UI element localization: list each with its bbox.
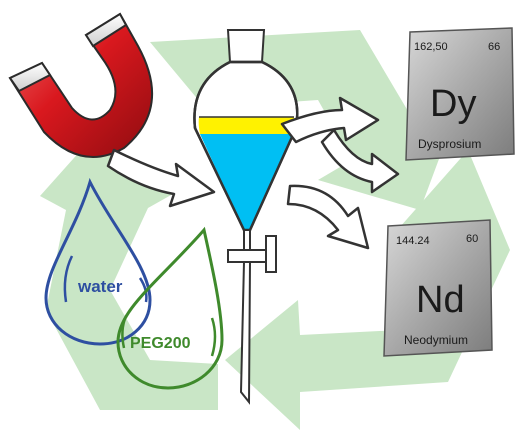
dy-name: Dysprosium [418,137,481,151]
nd-mass: 144.24 [396,235,430,247]
peg-label: PEG200 [130,335,191,352]
water-drop-icon: water [44,177,152,346]
peg-drop-icon: PEG200 [116,226,224,390]
separatory-funnel-icon [193,29,299,405]
dy-symbol: Dy [430,83,476,125]
water-label: water [77,277,123,296]
dy-number: 66 [488,41,500,53]
nd-symbol: Nd [416,279,465,321]
nd-number: 60 [466,233,478,245]
neodymium-tile: 144.24 60 Nd Neodymium [383,219,493,357]
magnet-icon [8,12,154,158]
dy-mass: 162,50 [414,41,448,53]
arrow-icon [106,96,400,250]
dysprosium-tile: 162,50 66 Dy Dysprosium [405,27,515,161]
nd-name: Neodymium [404,333,468,347]
